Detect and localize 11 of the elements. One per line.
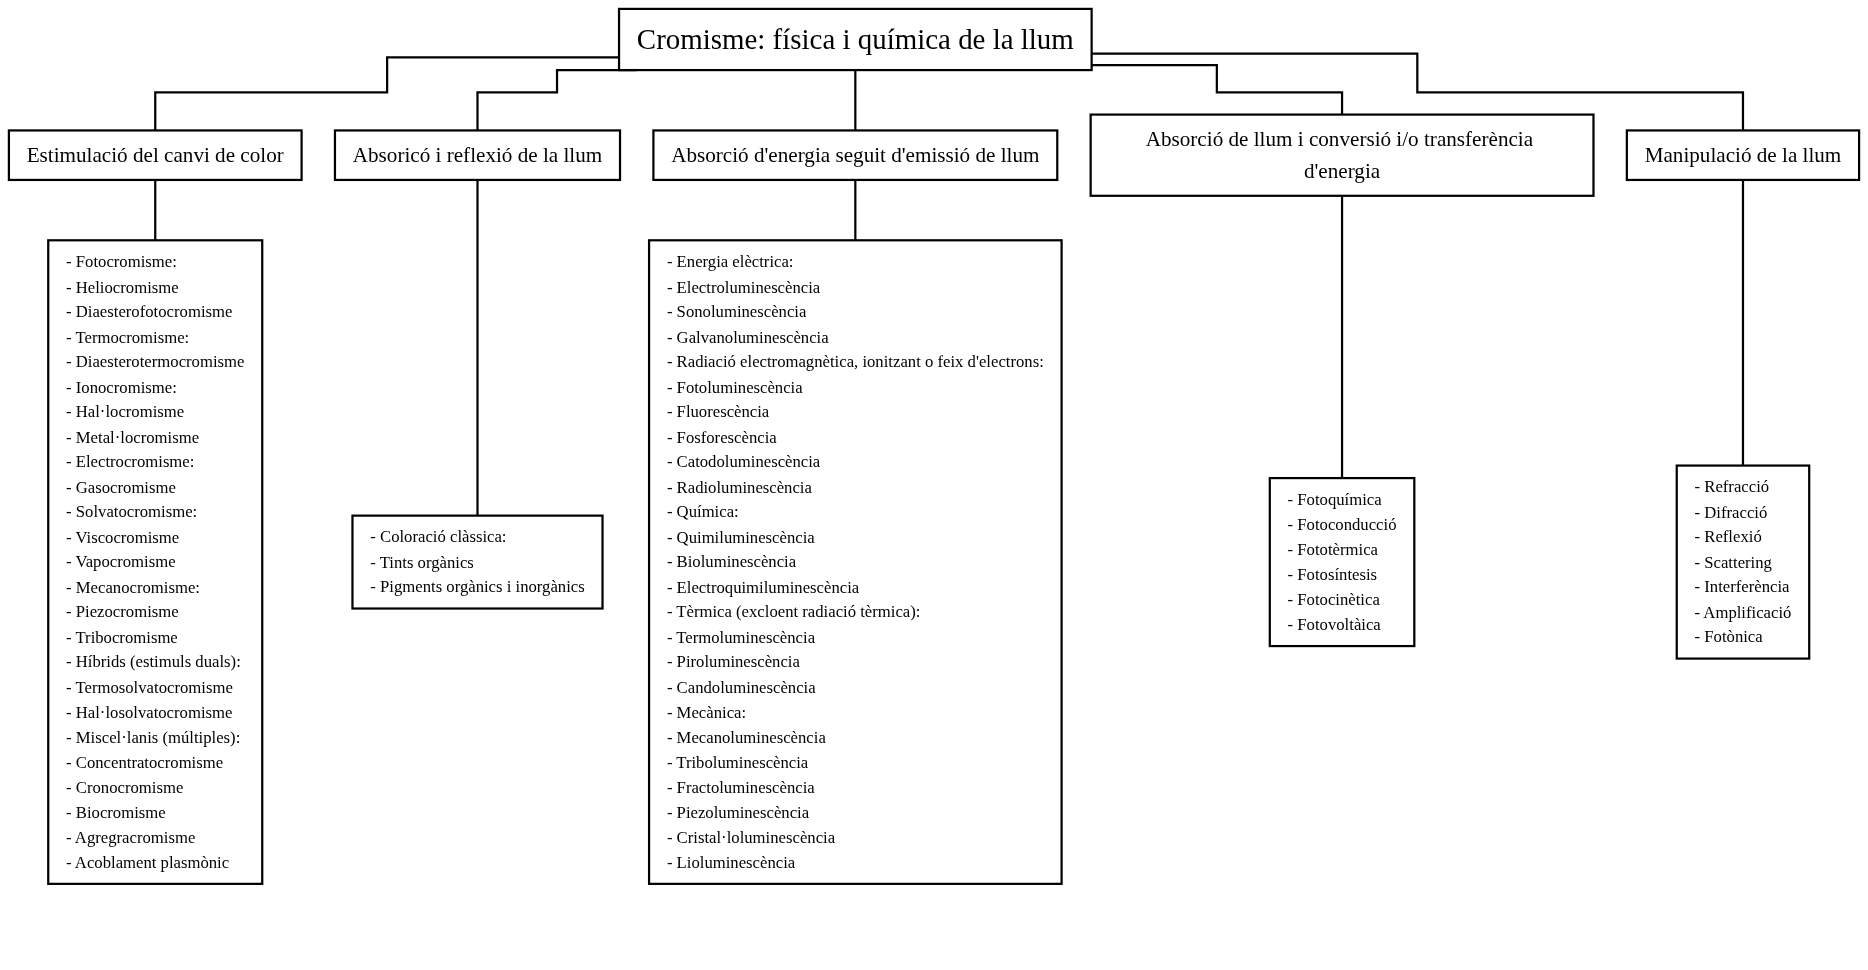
node-box: Absorció d'energia seguit d'emissió de llum bbox=[652, 129, 1059, 182]
node-box: - Fotoquímica - Fotoconducció - Fototèrmica - Fotosíntesis - Fotocinètica - Fotovoltàica bbox=[1268, 476, 1416, 648]
node-box: - Energia elèctrica: - Electroluminescència - Sonoluminescència - Galvanoluminescència - Radiació electromagnètica, ionitzant o feix d'electrons: - Fotoluminescència - Fluorescència - Fosforescència - Catodoluminescència - Radioluminescència - Química: - Quimiluminescència - Bioluminescència - Electroquimiluminescència - Tèrmica (excloent radiació tèrmica): - Termoluminescència - Piroluminescència - Candoluminescència - Mecànica: - Mecanoluminescència - Triboluminescència - Fractoluminescència - Piezoluminescència - Cristal·loluminescència - Lioluminescència bbox=[647, 239, 1063, 885]
node-box: Absoricó i reflexió de la llum bbox=[333, 129, 622, 182]
node-box: - Fotocromisme: - Heliocromisme - Diaesterofotocromisme - Termocromisme: - Diaesterotermocromisme - Ionocromisme: - Hal·locromisme - Metal·locromisme - Electrocromisme: - Gasocromisme - Solvatocromisme: - Viscocromisme - Vapocromisme - Mecanocromisme: - Piezocromisme - Tribocromisme - Híbrids (estimuls duals): - Termosolvatocromisme - Hal·losolvatocromisme - Miscel·lanis (múltiples): - Concentratocromisme - Cronocromisme - Biocromisme - Agregracromisme - Acoblament plasmònic bbox=[47, 239, 264, 885]
node-box: Estimulació del canvi de color bbox=[7, 129, 303, 182]
node-box: - Coloració clàssica: - Tints orgànics - Pigments orgànics i inorgànics bbox=[351, 514, 604, 610]
node-box: Cromisme: física i química de la llum bbox=[617, 7, 1093, 72]
node-box: Absorció de llum i conversió i/o transferència d'energia bbox=[1089, 113, 1595, 197]
node-box: - Refracció - Difracció - Reflexió - Scattering - Interferència - Amplificació - Fotònica bbox=[1675, 464, 1811, 660]
node-box: Manipulació de la llum bbox=[1625, 129, 1861, 182]
